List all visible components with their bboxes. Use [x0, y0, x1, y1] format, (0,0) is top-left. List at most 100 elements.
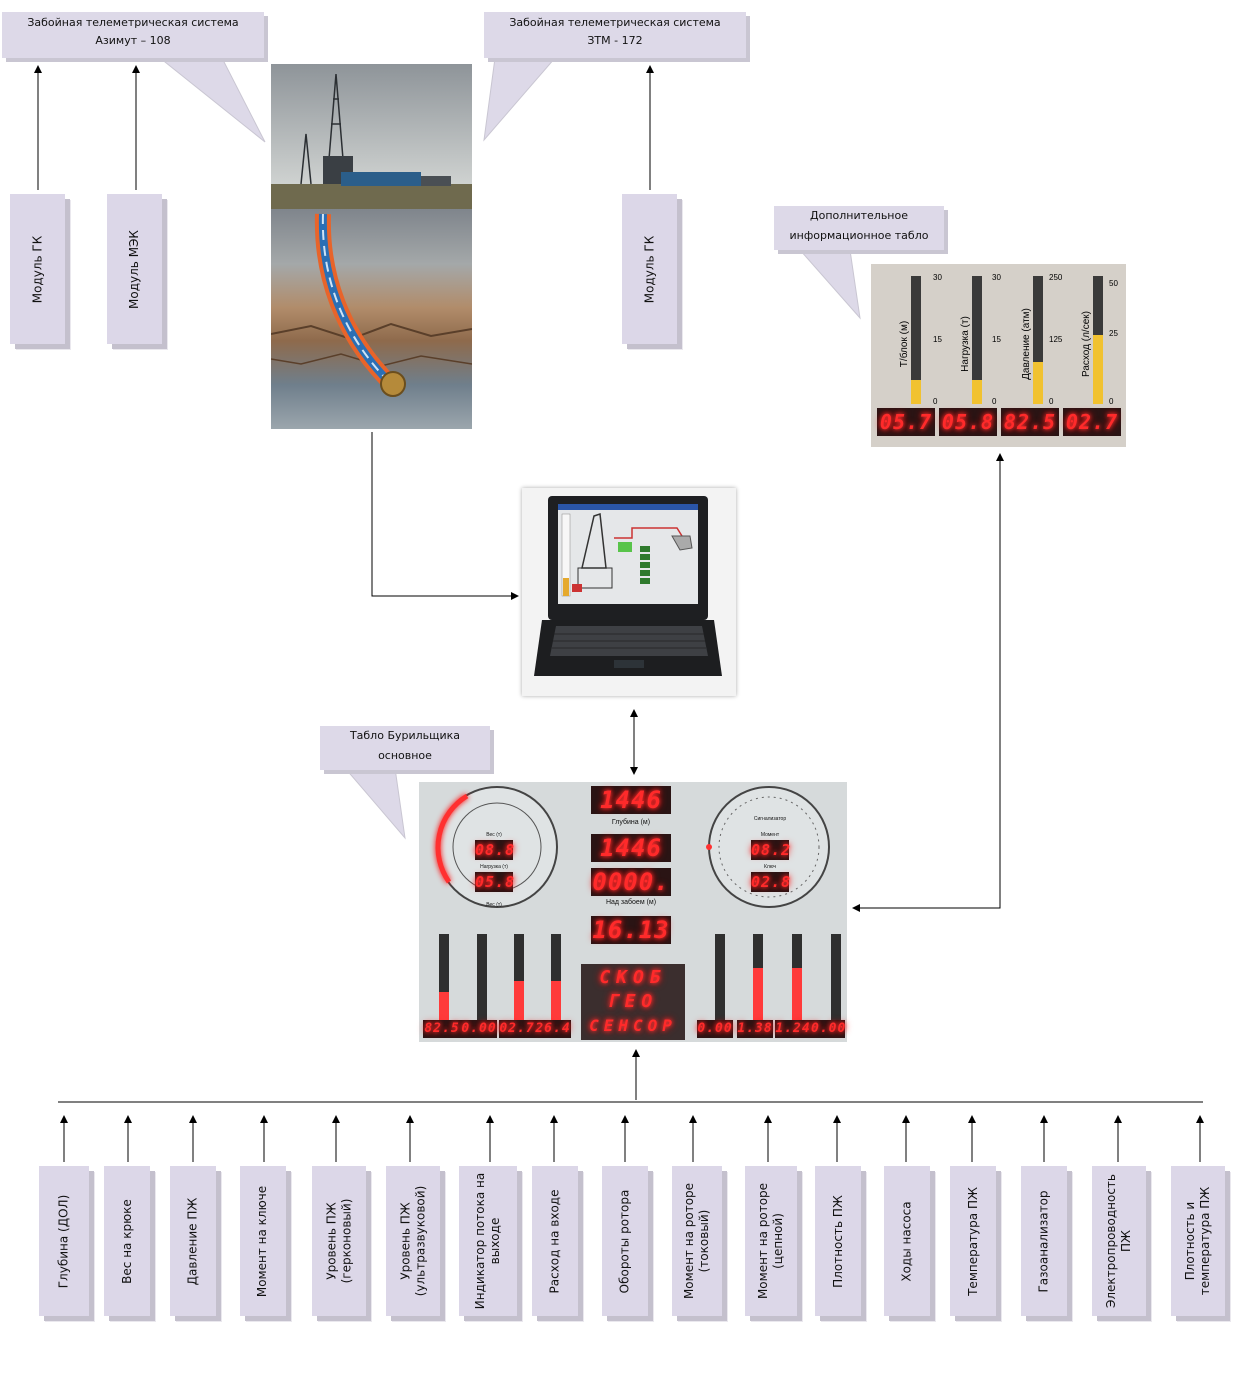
left-dial-lower-label: Нагрузка (т) — [480, 864, 508, 870]
left-bar-readout: 02.7 — [499, 1021, 535, 1036]
sensor-label: Расход на входе — [547, 1189, 562, 1293]
time-readout: 16.13 — [592, 916, 670, 944]
right-bar-readout: 1.38 — [737, 1021, 773, 1036]
callout-azimut-line1: Забойная телеметрическая система — [27, 16, 239, 29]
sensor-label: Плотность ПЖ — [830, 1194, 845, 1288]
callout-extra-display: Дополнительное информационное табло — [774, 206, 944, 250]
extra-gauge-tick-bottom: 0 — [1049, 397, 1054, 406]
left-bar-fill — [514, 981, 524, 1020]
callout-driller-line2: основное — [378, 749, 432, 762]
left-bar-readout: 0.00 — [461, 1021, 497, 1036]
sensor-label: Давление ПЖ — [185, 1197, 200, 1285]
extra-gauge-fill — [972, 380, 982, 404]
extra-gauge-tick-mid: 15 — [933, 335, 942, 344]
extra-gauge-tick-top: 50 — [1109, 279, 1118, 288]
right-dial-scale-label: Сигнализатор — [753, 816, 787, 822]
extra-gauge-tick-bottom: 0 — [933, 397, 938, 406]
sensor-label: Индикатор потока на выходе — [473, 1172, 503, 1310]
sensor-box: Плотность и температура ПЖ — [1171, 1166, 1225, 1316]
depth-readout: 1446 — [600, 834, 662, 862]
callout-extra-line2: информационное табло — [789, 229, 929, 242]
laptop-frame — [522, 488, 736, 696]
right-dial-lower-label: Ключ — [763, 864, 777, 870]
sensor-box: Момент на роторе (цепной) — [745, 1166, 797, 1316]
driller-main-display: 1446 Глубина (м) 1446 0000. Над забоем (… — [419, 782, 847, 1042]
sensor-label: Уровень ПЖ (герконовый) — [324, 1198, 354, 1284]
sensor-label: Электропроводность ПЖ — [1104, 1174, 1133, 1308]
extra-display-gauges: 30 15 0 Т/блок (м) 30 15 0 Нагрузка (т) … — [877, 273, 1121, 436]
above-bottom-label: Над забоем (м) — [605, 899, 657, 906]
right-bar-readout: 0.00 — [697, 1021, 733, 1036]
sensor-box: Ходы насоса — [884, 1166, 930, 1316]
above-bottom-readout: 0000. — [592, 868, 670, 896]
right-bar-readout: 1.24 — [775, 1021, 811, 1036]
module-label: Модуль ГК — [642, 235, 656, 303]
sensor-box: Температура ПЖ — [950, 1166, 996, 1316]
right-bar-fill — [792, 968, 802, 1020]
extra-gauge: 250 125 0 Давление (атм) — [1021, 273, 1063, 406]
extra-readout: 02.7 — [1065, 410, 1119, 434]
drilling-rig-illustration — [271, 64, 472, 429]
extra-gauge-tick-bottom: 0 — [1109, 397, 1114, 406]
extra-info-display: 30 15 0 Т/блок (м) 30 15 0 Нагрузка (т) … — [871, 264, 1126, 447]
right-dial-lower-readout: 02.8 — [751, 873, 792, 891]
sensor-label: Вес на крюке — [119, 1198, 134, 1284]
extra-gauge-fill — [1033, 362, 1043, 404]
sensor-box: Момент на ключе — [240, 1166, 286, 1316]
matrix-row: СКОБ — [599, 967, 667, 988]
callout-tail-driller — [343, 767, 406, 840]
callout-azimut-line2: Азимут – 108 — [95, 34, 171, 47]
extra-gauge-tick-top: 30 — [992, 273, 1001, 282]
extra-gauge-label: Давление (атм) — [1021, 308, 1032, 380]
sensor-box: Газоанализатор — [1021, 1166, 1067, 1316]
sensor-label: Обороты ротора — [617, 1189, 632, 1293]
sensor-label: Глубина (ДОЛ) — [56, 1194, 71, 1288]
laptop-computer — [534, 496, 722, 676]
sensor-box: Вес на крюке — [104, 1166, 150, 1316]
matrix-row: СЕНСОР — [589, 1016, 677, 1035]
module-box: Модуль ГК — [10, 194, 65, 344]
sensor-label: Газоанализатор — [1036, 1189, 1051, 1293]
extra-gauge: 30 15 0 Т/блок (м) — [898, 273, 942, 406]
callout-tail-ztm — [483, 57, 557, 142]
depth-readout-top: 1446 — [600, 786, 662, 814]
callout-extra-line1: Дополнительное — [810, 209, 908, 222]
sensor-label: Момент на ключе — [255, 1185, 270, 1297]
matrix-row: ГЕО — [607, 991, 659, 1012]
sensor-box: Расход на входе — [532, 1166, 578, 1316]
left-dial-lower-readout: 05.8 — [475, 873, 516, 891]
sensor-label: Ходы насоса — [899, 1200, 914, 1282]
arrow-extra-panel — [852, 453, 1004, 912]
extra-gauge-label: Расход (л/сек) — [1081, 311, 1092, 377]
left-bar-fill — [551, 981, 561, 1020]
sensor-box: Уровень ПЖ (ультразвуковой) — [386, 1166, 440, 1316]
extra-readout: 05.8 — [941, 410, 995, 434]
sensor-box: Обороты ротора — [602, 1166, 648, 1316]
callout-driller-line1: Табло Бурильщика — [349, 729, 461, 742]
sensor-box: Уровень ПЖ (герконовый) — [312, 1166, 366, 1316]
right-dial-upper-label: Момент — [760, 832, 780, 838]
callout-tail-azimut — [158, 57, 266, 143]
driller-panel-graphics — [423, 786, 845, 1040]
left-dial-scale-label: Вес (т) — [486, 902, 502, 908]
callout-azimut: Забойная телеметрическая система Азимут … — [2, 12, 264, 58]
sensor-label: Момент на роторе (токовый) — [682, 1182, 711, 1300]
extra-gauge-tick-mid: 125 — [1049, 335, 1063, 344]
module-box: Модуль МЭК — [107, 194, 162, 344]
arrow-rig-to-laptop — [371, 432, 519, 600]
extra-gauge-fill — [911, 380, 921, 404]
extra-gauge-tick-top: 30 — [933, 273, 942, 282]
sensor-label: Температура ПЖ — [965, 1186, 980, 1296]
extra-gauge-tick-mid: 25 — [1109, 329, 1118, 338]
extra-gauge-tick-bottom: 0 — [992, 397, 997, 406]
sensor-box: Индикатор потока на выходе — [459, 1166, 517, 1316]
extra-gauge-label: Т/блок (м) — [898, 321, 910, 367]
module-label: Модуль МЭК — [127, 229, 141, 309]
callout-ztm-line2: ЗТМ - 172 — [587, 34, 643, 47]
extra-gauge-tick-mid: 15 — [992, 335, 1001, 344]
right-bar-fill — [753, 968, 763, 1020]
extra-gauge: 50 25 0 Расход (л/сек) — [1081, 276, 1118, 406]
sensor-box: Момент на роторе (токовый) — [672, 1166, 722, 1316]
extra-readout: 05.7 — [879, 410, 933, 434]
